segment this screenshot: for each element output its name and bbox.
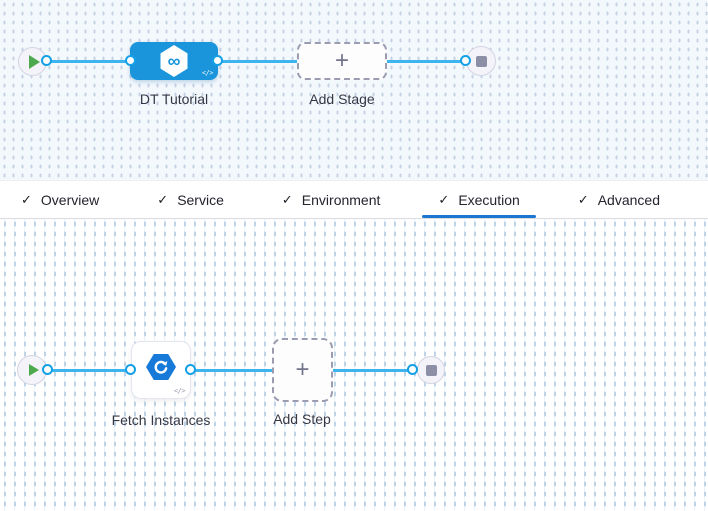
stop-icon [475, 55, 487, 67]
pipeline-infinity-icon: ∞ [167, 50, 181, 71]
tab-advanced[interactable]: ✓ Advanced [578, 181, 660, 218]
step-node-fetch-instances[interactable]: </> [131, 341, 191, 399]
add-stage-button[interactable]: + [297, 42, 387, 80]
add-step-button[interactable]: + [272, 338, 333, 402]
connector-dot [125, 364, 136, 375]
play-icon [29, 54, 40, 69]
step-node-label: Fetch Instances [111, 412, 211, 428]
stage-config-tab-bar: ✓ Overview ✓ Service ✓ Environment ✓ Exe… [0, 180, 708, 219]
stage-node-label: DT Tutorial [139, 91, 209, 107]
fetch-instances-hexagon-icon [146, 354, 176, 380]
check-icon: ✓ [21, 191, 32, 207]
edge-addstage-to-end [385, 60, 470, 63]
tab-label: Service [177, 191, 224, 208]
connector-dot [212, 55, 223, 66]
circular-arrow-icon [154, 360, 168, 374]
tab-label: Advanced [597, 191, 660, 208]
edge-stage-to-addstage [216, 60, 300, 63]
connector-dot [407, 364, 418, 375]
execution-step-canvas[interactable]: </> + Fetch Instances Add Step [0, 219, 708, 511]
add-step-label: Add Step [273, 411, 331, 427]
tab-environment[interactable]: ✓ Environment [282, 181, 381, 218]
check-icon: ✓ [281, 191, 293, 207]
stop-icon [425, 364, 437, 376]
tab-service[interactable]: ✓ Service [157, 181, 224, 218]
check-icon: ✓ [438, 191, 450, 207]
connector-dot [185, 364, 196, 375]
check-icon: ✓ [157, 191, 169, 207]
play-icon [28, 364, 39, 376]
connector-dot [460, 55, 471, 66]
plus-icon: + [334, 47, 349, 74]
edge-start-to-step [46, 369, 133, 372]
check-icon: ✓ [577, 191, 589, 207]
tab-label: Overview [40, 191, 100, 208]
tab-execution[interactable]: ✓ Execution [422, 181, 537, 218]
pipeline-end-node [466, 46, 496, 76]
stage-type-hexagon-icon: ∞ [160, 45, 188, 77]
tab-overview[interactable]: ✓ Overview [21, 181, 99, 218]
edge-addstep-to-end [333, 369, 418, 372]
stage-node-dt-tutorial[interactable]: ∞ </> [130, 42, 218, 80]
connector-dot [42, 364, 53, 375]
code-icon: </> [173, 387, 186, 395]
add-stage-label: Add Stage [309, 91, 375, 107]
stage-graph-canvas[interactable]: ∞ </> + DT Tutorial Add Stage [0, 0, 708, 180]
connector-dot [41, 55, 52, 66]
tab-label: Execution [458, 191, 520, 208]
edge-step-to-addstep [190, 369, 274, 372]
plus-icon: + [295, 356, 310, 383]
tab-label: Environment [301, 191, 381, 208]
connector-dot [125, 55, 136, 66]
edge-start-to-stage [40, 60, 132, 63]
execution-end-node [417, 356, 445, 384]
code-icon: </> [201, 69, 214, 77]
